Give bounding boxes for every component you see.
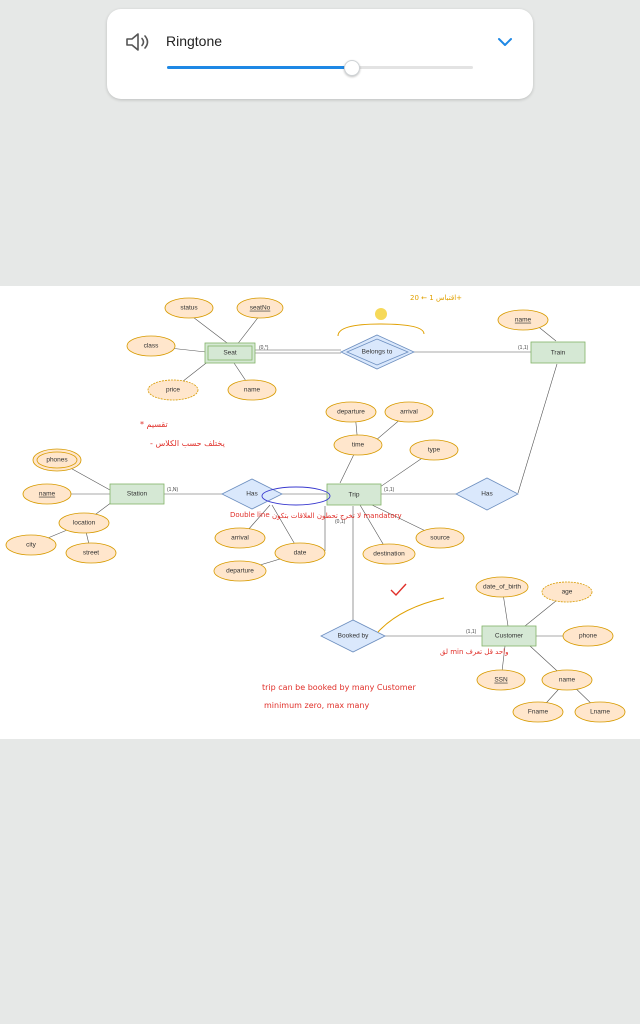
svg-text:لق min واحد قل تعرف: لق min واحد قل تعرف (440, 648, 509, 656)
svg-text:name: name (559, 677, 576, 684)
svg-text:departure: departure (337, 409, 365, 416)
attribute-station-name: name (22, 483, 72, 505)
attribute-fname: Fname (512, 701, 564, 723)
svg-text:phone: phone (579, 633, 597, 640)
svg-text:class: class (144, 343, 160, 350)
svg-text:Booked by: Booked by (338, 633, 369, 640)
svg-text:SSN: SSN (494, 677, 508, 684)
chevron-down-icon[interactable] (497, 36, 513, 48)
svg-text:street: street (83, 550, 99, 557)
attribute-destination: destination (362, 543, 416, 565)
svg-text:(0,*): (0,*) (259, 345, 269, 351)
attribute-date: date (274, 542, 326, 564)
handwritten-annotations: اقتباس 1 ← 20+ * تقسيم - يختلف حسب الكلا… (140, 294, 509, 710)
svg-text:age: age (562, 589, 573, 596)
er-diagram-image: Seat Train Station Trip Customer Belongs… (0, 286, 640, 739)
attribute-lname: Lname (574, 701, 626, 723)
svg-text:phones: phones (46, 457, 68, 464)
cardinality-labels: (0,*) (1,1) (1,N) (1,1) (0,1) (1,1) (167, 345, 529, 635)
svg-text:Fname: Fname (528, 709, 549, 716)
attribute-date-of-birth: date_of_birth (475, 576, 529, 598)
attribute-phone: phone (562, 625, 614, 647)
attribute-phones: phones (32, 448, 82, 472)
svg-text:location: location (73, 520, 96, 527)
attribute-age: age (541, 581, 593, 603)
volume-slider-thumb[interactable] (343, 60, 360, 76)
svg-text:price: price (166, 387, 180, 394)
svg-text:name: name (39, 491, 56, 498)
svg-text:Customer: Customer (495, 633, 524, 640)
svg-text:(0,1): (0,1) (335, 519, 346, 525)
svg-text:Has: Has (481, 491, 493, 498)
svg-text:(1,1): (1,1) (466, 629, 477, 635)
svg-text:arrival: arrival (400, 409, 418, 416)
entity-train: Train (530, 341, 586, 364)
attribute-has-departure: departure (213, 560, 267, 582)
attribute-seatno: seatNo (236, 297, 284, 319)
svg-text:status: status (180, 305, 198, 312)
svg-text:trip can be booked by many Cus: trip can be booked by many Customer (262, 683, 416, 692)
er-diagram: Seat Train Station Trip Customer Belongs… (5, 294, 626, 723)
attribute-city: city (5, 534, 57, 556)
relationship-has-trip-train: Has (455, 477, 519, 511)
svg-text:- يختلف حسب الكلاس: - يختلف حسب الكلاس (150, 439, 225, 448)
svg-text:Trip: Trip (349, 492, 360, 499)
svg-text:Lname: Lname (590, 709, 610, 716)
attribute-status: status (164, 297, 214, 319)
svg-text:time: time (352, 442, 365, 449)
svg-text:source: source (430, 535, 450, 542)
svg-text:date_of_birth: date_of_birth (483, 584, 521, 591)
attribute-source: source (415, 527, 465, 549)
svg-text:type: type (428, 447, 441, 454)
attribute-class: class (126, 335, 176, 357)
svg-text:لا تخرج تحطون العلاقات بتكون m: لا تخرج تحطون العلاقات بتكون mandatory (272, 512, 402, 520)
svg-text:اقتباس 1 ← 20+: اقتباس 1 ← 20+ (410, 294, 462, 302)
attribute-has-arrival: arrival (214, 527, 266, 549)
volume-slider-fill (167, 66, 351, 69)
svg-text:seatNo: seatNo (250, 305, 271, 312)
svg-text:Belongs to: Belongs to (362, 349, 393, 356)
attribute-departure: departure (325, 401, 377, 423)
svg-text:city: city (26, 542, 37, 549)
svg-text:arrival: arrival (231, 535, 249, 542)
volume-stream-title: Ringtone (166, 33, 223, 49)
svg-text:date: date (294, 550, 307, 557)
entity-trip: Trip (326, 483, 382, 506)
attribute-seat-name: name (227, 379, 277, 401)
volume-panel: Ringtone (107, 9, 533, 99)
svg-text:(1,1): (1,1) (384, 487, 395, 493)
attribute-price: price (147, 379, 199, 401)
relationship-booked-by: Booked by (320, 619, 386, 653)
svg-text:departure: departure (226, 568, 254, 575)
svg-text:destination: destination (373, 551, 405, 558)
svg-text:Has: Has (246, 491, 258, 498)
attribute-train-name: name (497, 309, 549, 331)
attribute-type: type (409, 439, 459, 461)
attribute-time: time (333, 434, 383, 456)
entity-station: Station (109, 483, 165, 505)
entity-seat: Seat (204, 342, 256, 364)
attribute-street: street (65, 542, 117, 564)
entity-customer: Customer (481, 625, 537, 647)
attribute-customer-name: name (541, 669, 593, 691)
svg-text:(1,1): (1,1) (518, 345, 529, 351)
volume-slider[interactable] (167, 60, 473, 76)
svg-text:Train: Train (551, 350, 566, 357)
svg-text:Seat: Seat (223, 350, 237, 357)
svg-text:Double line: Double line (230, 511, 270, 519)
svg-text:Station: Station (127, 491, 148, 498)
relationship-has-station-trip: Has (221, 478, 283, 510)
attribute-ssn: SSN (476, 669, 526, 691)
speaker-icon[interactable] (125, 31, 151, 53)
svg-text:(1,N): (1,N) (167, 487, 178, 493)
svg-text:minimum zero, max many: minimum zero, max many (264, 701, 369, 710)
relationship-belongs-to: Belongs to (340, 334, 415, 370)
svg-text:name: name (515, 317, 532, 324)
attribute-arrival: arrival (384, 401, 434, 423)
svg-text:name: name (244, 387, 261, 394)
svg-text:* تقسيم: * تقسيم (140, 420, 168, 429)
attribute-location: location (58, 512, 110, 534)
